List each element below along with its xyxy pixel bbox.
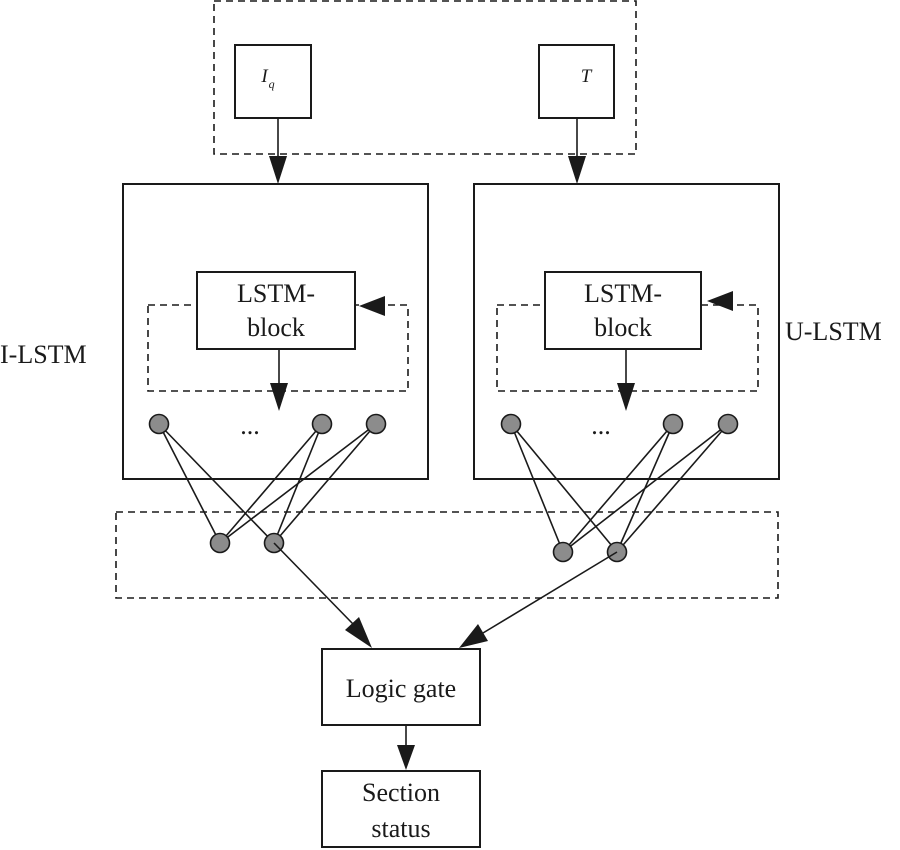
ilstm-output-node	[209, 532, 231, 554]
input-t-label: T	[581, 66, 593, 87]
ulstm-feedback-loop	[496, 304, 759, 392]
ulstm-name: U-LSTM	[785, 317, 882, 346]
ulstm-connections	[510, 423, 729, 553]
ulstm-block-line1: LSTM-	[584, 279, 662, 308]
ulstm-to-gate-arrowhead	[459, 624, 488, 648]
ulstm-lstm-block	[544, 271, 702, 350]
ilstm-to-gate-arrowhead	[345, 617, 372, 648]
ilstm-connections	[158, 423, 377, 544]
input-t-box	[538, 44, 615, 119]
ulstm-to-gate-arrow-shaft	[482, 551, 618, 634]
connection-line	[219, 423, 323, 544]
ilstm-ellipsis: ...	[240, 411, 260, 440]
ilstm-hidden-node	[148, 413, 170, 435]
logic-gate-label: Logic gate	[346, 674, 456, 703]
ulstm-hidden-node	[662, 413, 684, 435]
input-iq-subscript: q	[269, 77, 275, 91]
ulstm-feedback-arrowhead	[707, 291, 733, 311]
connection-line	[616, 423, 729, 553]
section-status-line2: status	[371, 814, 430, 843]
ulstm-output-node	[552, 541, 574, 563]
ulstm-block-output-arrowhead	[617, 383, 635, 411]
input-iq-box	[234, 44, 312, 119]
t-to-ulstm-arrowhead	[568, 156, 586, 184]
ilstm-lstm-block	[196, 271, 356, 350]
section-status-box	[321, 770, 481, 848]
logic-gate-box	[321, 648, 481, 726]
ilstm-name: I-LSTM	[0, 340, 87, 369]
ilstm-feedback-loop	[147, 304, 409, 392]
ilstm-feedback-arrowhead	[359, 296, 385, 316]
input-iq-label: Iq	[260, 66, 274, 91]
input-iq-symbol: I	[260, 66, 269, 87]
input-group-border	[213, 0, 637, 155]
output-layer-group-border	[115, 511, 779, 599]
iq-to-ilstm-arrowhead	[269, 156, 287, 184]
section-status-line1: Section	[362, 778, 440, 807]
connection-line	[510, 423, 618, 553]
connection-line	[273, 423, 377, 544]
gate-to-output-arrowhead	[397, 745, 415, 770]
connection-line	[219, 423, 377, 544]
ilstm-hidden-node	[365, 413, 387, 435]
ilstm-to-gate-arrow-shaft	[273, 542, 354, 625]
ulstm-hidden-node	[500, 413, 522, 435]
ilstm-hidden-node	[311, 413, 333, 435]
ilstm-block-output-arrowhead	[270, 383, 288, 411]
connection-line	[158, 423, 221, 544]
ilstm-block-line1: LSTM-	[237, 279, 315, 308]
connection-line	[562, 423, 674, 553]
ilstm-block-line2: block	[247, 313, 305, 342]
connection-line	[562, 423, 729, 553]
ulstm-block-line2: block	[594, 313, 652, 342]
ulstm-ellipsis: ...	[591, 411, 611, 440]
connection-line	[158, 423, 275, 544]
ulstm-hidden-node	[717, 413, 739, 435]
connection-line	[510, 423, 564, 553]
